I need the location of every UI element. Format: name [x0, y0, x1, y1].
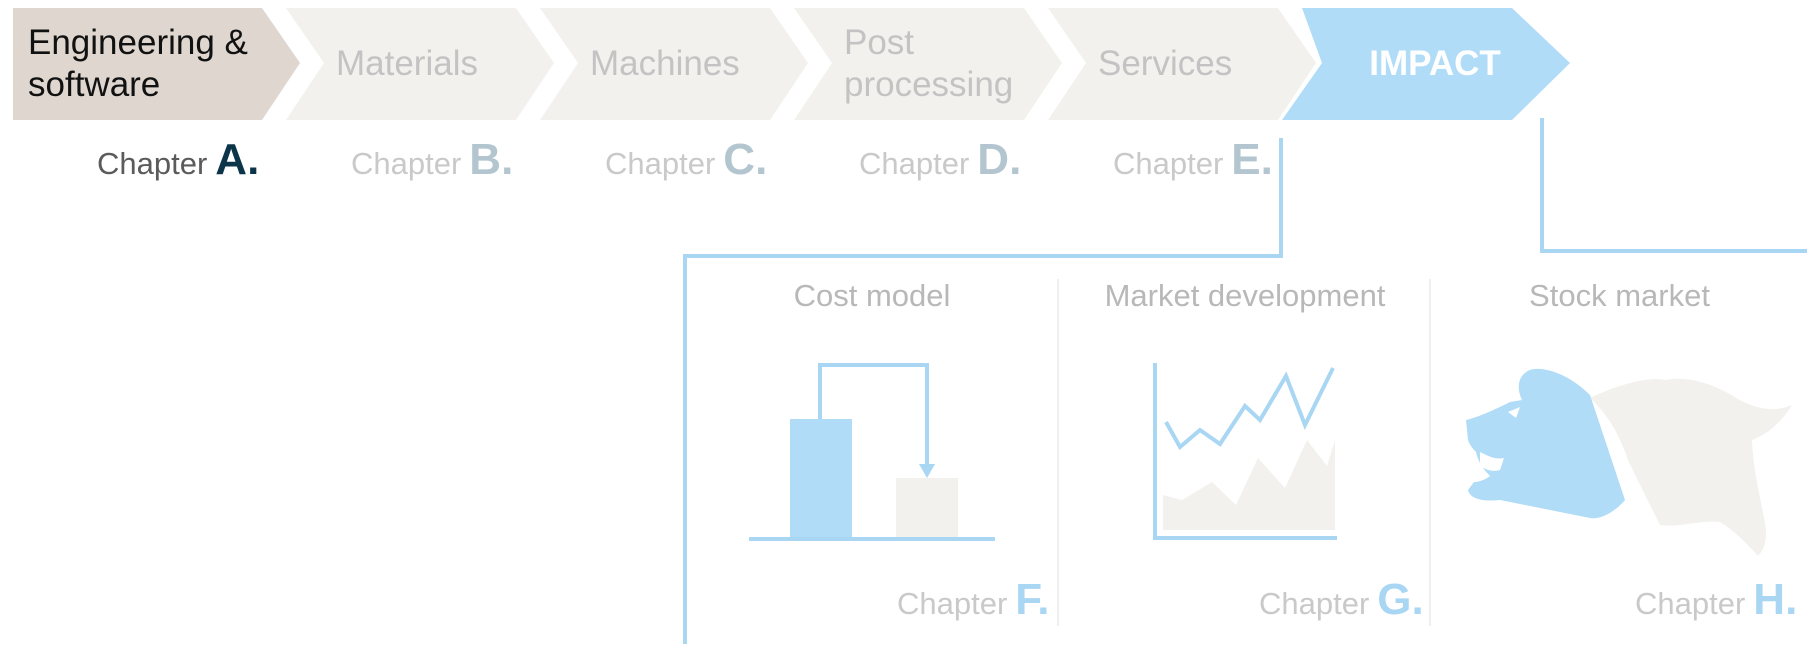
chapter-letter: G. — [1377, 575, 1424, 624]
step-label-machines[interactable]: Machines — [590, 44, 740, 83]
market-chart-icon — [1153, 363, 1337, 540]
chapter-letter: B. — [469, 135, 514, 184]
chapter-letter: F. — [1015, 575, 1050, 624]
chapter-word: Chapter — [605, 146, 716, 181]
panel-title-market-development: Market development — [1104, 278, 1386, 313]
step-label-materials[interactable]: Materials — [336, 44, 478, 83]
chapter-letter: C. — [723, 135, 768, 184]
step-chevron-machines[interactable] — [540, 8, 808, 120]
chapter-letter: D. — [977, 135, 1022, 184]
step-chevron-materials[interactable] — [286, 8, 554, 120]
step-chevron-post-processing[interactable] — [794, 8, 1062, 120]
chapter-word: Chapter — [897, 586, 1008, 621]
panel-title-stock-market: Stock market — [1529, 278, 1710, 313]
step-label-services[interactable]: Services — [1098, 44, 1233, 83]
step-chevron-impact[interactable] — [1282, 8, 1570, 120]
bear-bull-icon — [1466, 368, 1792, 556]
step-chevron-engineering[interactable] — [13, 8, 300, 120]
step-chevron-services[interactable] — [1048, 8, 1316, 120]
step-label-engineering[interactable]: Engineering & software — [28, 23, 248, 104]
chapter-letter: A. — [215, 135, 260, 184]
chapter-letter: H. — [1753, 575, 1798, 624]
step-label-post-processing[interactable]: Post processing — [844, 23, 1014, 104]
chapter-word: Chapter — [1635, 586, 1746, 621]
chapter-word: Chapter — [1259, 586, 1370, 621]
chapter-word: Chapter — [351, 146, 462, 181]
chapter-word: Chapter — [1113, 146, 1224, 181]
chapter-word: Chapter — [97, 146, 208, 181]
chapter-letter: E. — [1231, 135, 1273, 184]
panel-title-cost-model: Cost model — [793, 278, 951, 313]
step-label-impact[interactable]: IMPACT — [1369, 44, 1501, 83]
services-connector-line — [683, 138, 1283, 644]
impact-connector-line — [1540, 118, 1807, 253]
chapter-word: Chapter — [859, 146, 970, 181]
cost-model-icon — [749, 363, 995, 541]
